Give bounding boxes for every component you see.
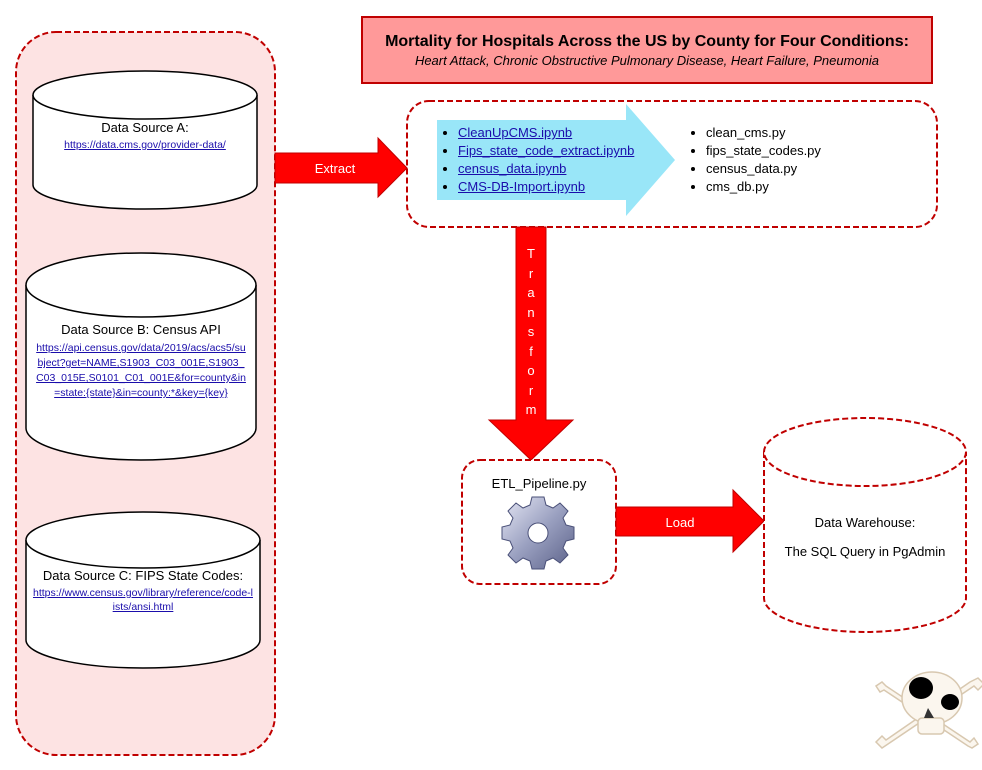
warehouse-text: Data Warehouse: The SQL Query in PgAdmin (770, 515, 960, 559)
list-item[interactable]: CleanUpCMS.ipynb (458, 124, 640, 142)
notebook-list: CleanUpCMS.ipynb Fips_state_code_extract… (440, 124, 640, 196)
list-item[interactable]: Fips_state_code_extract.ipynb (458, 142, 640, 160)
page-subtitle: Heart Attack, Chronic Obstructive Pulmon… (414, 53, 880, 68)
source-c-link[interactable]: https://www.census.gov/library/reference… (32, 587, 253, 613)
notebook-name[interactable]: Fips_state_code_extract.ipynb (458, 143, 635, 158)
source-c-text: Data Source C: FIPS State Codes: https:/… (32, 568, 254, 614)
source-b-label: Data Source B: Census API (61, 322, 221, 337)
source-a-text: Data Source A: https://data.cms.gov/prov… (40, 120, 250, 151)
source-b-link[interactable]: https://api.census.gov/data/2019/acs/acs… (36, 342, 246, 399)
transform-letter: o (527, 363, 535, 378)
transform-letter: s (527, 324, 535, 339)
notebook-name[interactable]: CleanUpCMS.ipynb (458, 125, 573, 140)
source-b-text: Data Source B: Census API https://api.ce… (34, 322, 248, 401)
list-item: clean_cms.py (706, 124, 888, 142)
transform-letter: f (529, 343, 533, 359)
title-box (361, 16, 933, 84)
list-item: fips_state_codes.py (706, 142, 888, 160)
list-item[interactable]: census_data.ipynb (458, 160, 640, 178)
notebook-name[interactable]: CMS-DB-Import.ipynb (458, 179, 586, 194)
warehouse-label: Data Warehouse: (814, 515, 916, 530)
source-a-link[interactable]: https://data.cms.gov/provider-data/ (64, 139, 226, 151)
list-item: cms_db.py (706, 178, 888, 196)
transform-arrow (487, 226, 575, 461)
page-title: Mortality for Hospitals Across the US by… (385, 33, 909, 50)
transform-letter: r (528, 382, 534, 398)
pipeline-label: ETL_Pipeline.py (491, 476, 587, 491)
transform-letter: r (528, 265, 534, 281)
notebook-arrow (437, 104, 675, 216)
script-list: clean_cms.py fips_state_codes.py census_… (688, 124, 888, 196)
transform-letter: n (527, 304, 535, 320)
extract-label: Extract (314, 161, 356, 176)
source-c-label: Data Source C: FIPS State Codes: (42, 568, 244, 583)
list-item: census_data.py (706, 160, 888, 178)
notebook-name[interactable]: census_data.ipynb (458, 161, 567, 176)
warehouse-sublabel: The SQL Query in PgAdmin (784, 544, 946, 559)
cylinder-warehouse (763, 417, 967, 633)
transform-letter: a (527, 285, 535, 300)
skull-crossbones-icon (874, 671, 982, 749)
title-area: Mortality for Hospitals Across the US by… (362, 33, 932, 68)
list-item[interactable]: CMS-DB-Import.ipynb (458, 178, 640, 196)
extract-arrow (274, 136, 408, 199)
cylinder-source-b (25, 252, 257, 461)
load-label: Load (665, 515, 695, 530)
transform-letter: m (525, 402, 537, 417)
load-arrow (615, 488, 765, 554)
source-a-label: Data Source A: (101, 120, 189, 135)
transform-letter: T (527, 246, 535, 261)
gear-icon (501, 496, 575, 570)
cylinder-source-a (32, 70, 258, 210)
cylinder-source-c (25, 511, 261, 669)
